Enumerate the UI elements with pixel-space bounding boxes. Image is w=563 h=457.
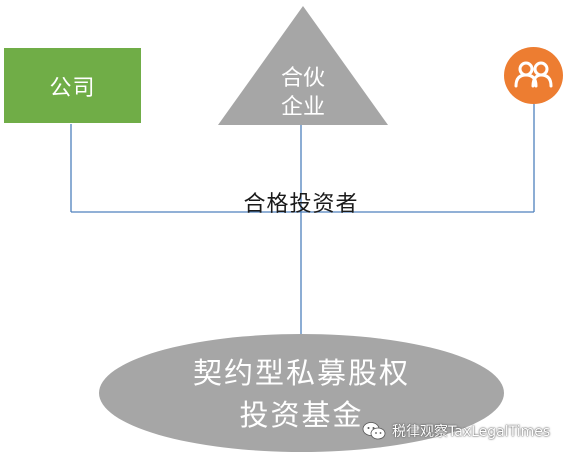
watermark-text: 税律观察TaxLegalTimes: [392, 424, 551, 440]
people-icon: [514, 61, 553, 88]
watermark: 税律观察TaxLegalTimes: [362, 418, 550, 444]
fund-label-line2: 投资基金: [239, 398, 364, 432]
qualified-investor-label: 合格投资者: [243, 192, 359, 217]
partnership-label: 合伙 企业: [218, 64, 388, 122]
fund-label: 契约型私募股权 投资基金: [99, 352, 504, 436]
partnership-label-line1: 合伙: [280, 66, 325, 91]
fund-label-line1: 契约型私募股权: [192, 356, 410, 390]
partnership-label-line2: 企业: [280, 95, 325, 120]
wechat-icon: [362, 422, 386, 440]
partnership-node: 合伙 企业: [218, 6, 388, 125]
individual-node: [504, 47, 563, 104]
fund-node: [99, 334, 504, 452]
triangle-shape: [218, 6, 388, 125]
company-node: 公司: [4, 48, 141, 123]
company-label: 公司: [49, 75, 96, 101]
